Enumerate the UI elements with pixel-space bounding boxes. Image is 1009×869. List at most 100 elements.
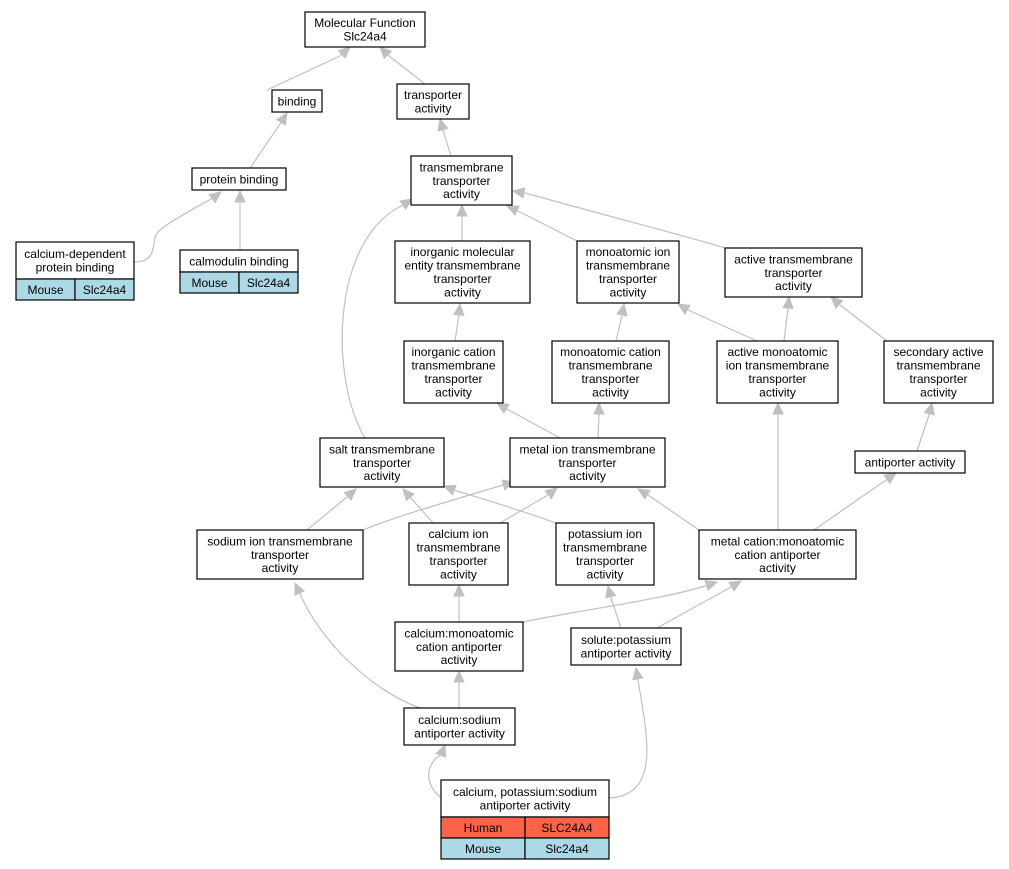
node-label-line: transporter [433,272,491,286]
go-term-node-mono-ion[interactable]: monoatomic iontransmembranetransporterac… [576,240,680,304]
edge-arrowhead [495,402,510,414]
edge-line [249,123,281,169]
go-term-node-inorg-cation[interactable]: inorganic cationtransmembranetransporter… [403,340,504,404]
node-label-line: transporter [429,554,487,568]
node-box [394,240,531,304]
go-term-node-metal-ion[interactable]: metal ion transmembranetransporteractivi… [509,437,666,488]
node-label-line: inorganic cation [411,345,495,359]
go-term-node-antiporter[interactable]: antiporter activity [854,450,966,474]
annotation-species: Mouse [27,283,63,297]
edge-arrowhead [511,187,526,199]
node-label-line: active monoatomic [727,345,827,359]
node-label-line: monoatomic cation [560,345,661,359]
edge-line [133,197,214,263]
edge-line [306,496,348,531]
node-label-line: transporter [764,266,822,280]
edge-line [499,494,549,524]
edge-line [885,478,888,481]
node-label-line: potassium ion [568,527,642,541]
node-box [854,450,966,474]
node-label-line: metal ion transmembrane [519,442,655,456]
node-box [716,340,839,404]
node-box [394,621,524,672]
go-term-node-binding[interactable]: binding [271,89,323,113]
node-label-line: transporter [581,372,639,386]
node-label-line: sodium ion transmembrane [207,534,353,548]
edge-arrowhead [632,666,644,681]
edge-line [442,129,452,157]
node-label-line: ion transmembrane [726,359,830,373]
node-label-line: transporter [353,456,411,470]
go-term-node-potassium-ion[interactable]: potassium iontransmembranetransporteract… [555,522,655,586]
edge-arrowhead [883,472,897,485]
node-box [396,83,470,120]
node-label-line: transmembrane [563,541,647,555]
go-term-node-calcium-ion[interactable]: calcium iontransmembranetransporteractiv… [408,522,509,586]
node-label-line: transmembrane [896,359,980,373]
node-label-line: activity [444,285,481,299]
edge-line [916,414,930,452]
node-box [570,627,682,666]
node-box [576,240,680,304]
node-label-line: solute:potassium [581,633,671,647]
edge-arrowhead [923,401,935,416]
node-box [551,340,670,404]
edge-arrowhead [728,580,743,592]
node-box [271,89,323,113]
node-label-line: transmembrane [419,160,503,174]
edge-arrowhead [605,584,617,599]
node-label-line: Molecular Function [314,16,415,30]
node-label-line: binding [278,94,317,108]
edge-line [783,308,789,342]
edge-arrowhead [704,580,719,592]
edge-arrowhead [772,401,784,415]
node-box [408,522,509,586]
go-term-node-sodium[interactable]: sodium ion transmembranetransporteractiv… [196,529,364,580]
edge-line [522,585,706,623]
edge-line [687,309,758,342]
node-label-line: activity [592,385,629,399]
annotation-gene-cell [238,271,299,294]
annotation-gene: Slc24a4 [545,842,589,856]
annotation-species: Mouse [465,842,501,856]
node-label-line: activity [364,469,401,483]
node-label-line: transporter [909,372,967,386]
node-box [410,155,513,206]
node-label-line: transmembrane [416,541,500,555]
node-box [196,529,364,580]
node-box [15,241,135,280]
edge-arrowhead [399,198,414,211]
edge-arrowhead [337,46,351,59]
node-label-line: transporter [404,88,462,102]
node-label-line: calmodulin binding [189,254,288,268]
edge-line [838,303,841,306]
node-label-line: activity [775,279,812,293]
edge-line [839,304,888,342]
node-label-line: protein binding [36,261,115,275]
node-label-line: transporter [748,372,806,386]
edge-arrowhead [676,303,691,315]
node-box [319,437,445,488]
annotation-gene-cell [74,278,135,301]
go-term-node-mono-cation[interactable]: monoatomic cationtransmembranetransporte… [551,340,670,404]
node-label-line: transporter [599,272,657,286]
go-term-node-secondary[interactable]: secondary activetransmembranetransporter… [883,340,994,404]
node-box [403,340,504,404]
edge-line [647,494,700,531]
go-term-node-protein-binding[interactable]: protein binding [191,167,287,191]
edge-arrowhead [275,111,288,126]
